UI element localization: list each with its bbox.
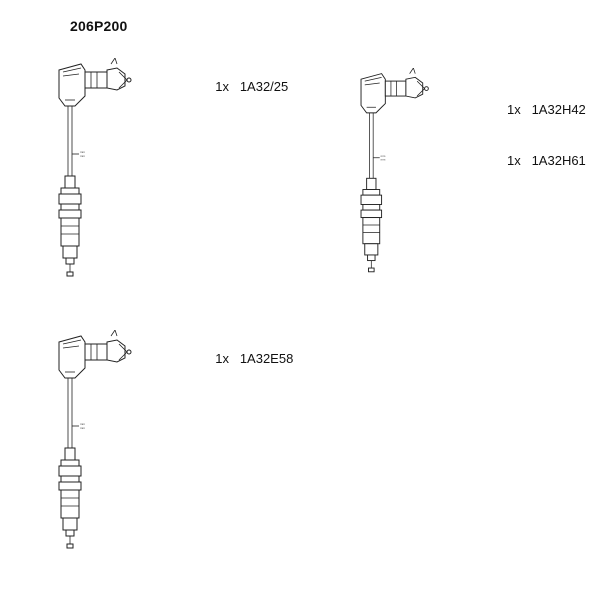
- part-code: 1A32H61: [531, 153, 586, 168]
- part-code: 1A32E58: [239, 351, 294, 366]
- part-label-3: 1x 1A32H61: [507, 152, 586, 169]
- part-label-1: 1x 1A32/25: [208, 61, 288, 95]
- part-qty: 1x: [215, 79, 229, 94]
- part-label-4: 1x 1A32E58: [208, 333, 293, 367]
- lead-drawing-3: [45, 330, 135, 560]
- ignition-lead-icon: [45, 330, 135, 560]
- part-qty: 1x: [507, 153, 521, 168]
- part-code: 1A32/25: [239, 79, 289, 94]
- ignition-lead-icon: [360, 68, 429, 273]
- lead-drawing-2: [345, 68, 435, 283]
- part-qty: 1x: [507, 102, 521, 117]
- part-label-group-2: 1x 1A32H42 1x 1A32H61: [507, 67, 586, 186]
- lead-drawing-1: [45, 58, 135, 288]
- part-code: 1A32H42: [531, 102, 586, 117]
- kit-number: 206P200: [70, 18, 128, 34]
- ignition-lead-icon: [45, 58, 135, 288]
- part-label-2: 1x 1A32H42: [507, 101, 586, 118]
- part-qty: 1x: [215, 351, 229, 366]
